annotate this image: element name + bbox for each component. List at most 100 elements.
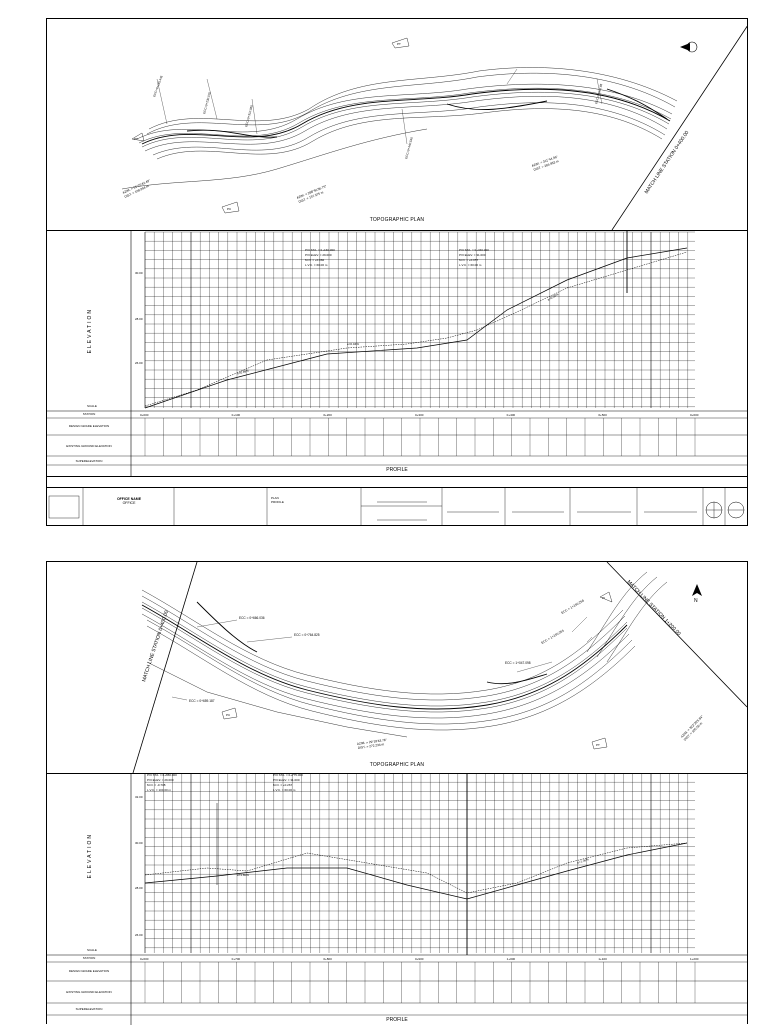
match-line-left-label: MATCH LINE STATION 0+400.00 — [141, 610, 170, 683]
grade-label-2-1: e=1.80% — [237, 873, 249, 877]
pvi-1-sta: PVI STA. = 0+160.000 — [305, 248, 335, 252]
match-line-right — [606, 562, 747, 708]
y-tick-2-4: 26.00 — [135, 933, 143, 937]
pt-marker-end — [391, 37, 410, 49]
row-station-1: STATION — [82, 412, 96, 416]
station-label: 1+000 — [506, 957, 516, 961]
ecc-5: ECC=0+512.85 — [594, 83, 603, 104]
pvi-block-2-1: PVI STA. = 0+650.000 PVI ELEV. = 29.000 … — [147, 773, 177, 793]
ecc-2-6: ECC = 0+659.187 — [189, 699, 215, 703]
plan-drawing-1: PC PT PT AZIM. = 51°20'42.49" DIST. = 10… — [122, 25, 747, 230]
station-label: 0+900 — [415, 957, 424, 961]
leader-lines — [156, 68, 603, 145]
pvi-block-1: PVI STA. = 0+160.000 PVI ELEV. = 29.000 … — [305, 248, 335, 268]
station-label: 0+100 — [231, 413, 241, 417]
profile-drawing-1 — [47, 230, 747, 476]
design-grade-line-2 — [144, 842, 688, 900]
ecc-2-1: ECC = 0+666.036 — [239, 616, 265, 620]
y-tick-2-2: 30.00 — [135, 841, 143, 845]
pc-marker — [221, 201, 240, 214]
station-label: 0+800 — [323, 957, 332, 961]
pvi-2-1-elev: PVI ELEV. = 29.000 — [147, 778, 174, 782]
pvi-2-1-lvc: L.V.C. = 100.00 m — [147, 788, 171, 792]
profile-grid-1 — [144, 231, 695, 408]
profile-title-1: PROFILE — [386, 467, 408, 473]
match-line-label: MATCH LINE STATION 0+400.00 — [644, 130, 691, 195]
contour-heavy-2 — [141, 601, 628, 710]
pt-text: PT — [397, 42, 401, 46]
plan-title-2: TOPOGRAPHIC PLAN — [369, 762, 425, 768]
office: OFFICE — [122, 501, 136, 505]
pvi-1-lvc: L.V.C. = 60.00 m — [305, 263, 328, 267]
match-line-right-label: MATCH LINE STATION 1+200.00 — [626, 579, 682, 637]
north-letter: N — [694, 598, 698, 604]
plan-drawing-2: PC PT PI ECC = 0+666.036 ECC = 0+764.825… — [132, 562, 747, 773]
existing-ground-line — [144, 251, 688, 407]
elevation-label-1: ELEVATION — [87, 308, 93, 354]
station-label: 0+300 — [415, 413, 424, 417]
pc-text: PC — [227, 207, 232, 211]
pvi-2-mo: M.O. = +0.057 — [459, 258, 479, 262]
match-line-left — [132, 562, 198, 773]
row-existing-1: EXISTING GROUND ELEVATION — [66, 444, 112, 448]
ecc-2-5: ECC = 1+155.055 — [541, 629, 565, 645]
profile-drawing-2 — [47, 773, 747, 1025]
offset-line-2 — [146, 661, 408, 738]
pi-marker-2 — [599, 591, 613, 603]
row-super-1: SUPERELEVATION — [75, 459, 103, 463]
row-design-2: DESIGN GRADE ELEVATION — [68, 969, 110, 973]
profile-section-1: PVI STA. = 0+160.000 PVI ELEV. = 29.000 … — [47, 230, 747, 477]
seal-icon-1 — [705, 501, 723, 519]
elevation-label-2: ELEVATION — [87, 833, 93, 879]
profile-title-2: PROFILE — [386, 1017, 408, 1023]
row-existing-2: EXISTING GROUND ELEVATION — [66, 990, 112, 994]
dist-2-1: DIST. = 272.234 m — [358, 742, 385, 750]
design-grade-line — [144, 247, 688, 409]
azim-2-1: AZIM. = 29°18'43.76" — [357, 738, 387, 746]
y-tick-2-1: 32.00 — [135, 795, 143, 799]
station-label: 0+700 — [231, 957, 241, 961]
station-label: 0+200 — [323, 413, 332, 417]
row-design-1: DESIGN GRADE ELEVATION — [68, 424, 110, 428]
profile-section-2: PVI STA. = 0+650.000 PVI ELEV. = 29.000 … — [47, 773, 747, 1025]
leader-lines-2 — [171, 616, 593, 701]
pvi-2-1-mo: M.O. = -0.708 — [147, 783, 166, 787]
ecc-4: ECC=0+440.540 — [404, 136, 414, 159]
ecc-3: ECC=0+310.060 — [244, 104, 254, 127]
y-tick-1: 30.00 — [135, 271, 143, 275]
station-label: 1+200 — [690, 957, 699, 961]
y-tick-2-3: 28.00 — [135, 886, 143, 890]
pvi-1-elev: PVI ELEV. = 29.000 — [305, 253, 332, 257]
ecc-2-3: ECC = 1+047.098 — [505, 661, 531, 665]
profile-grid-2 — [144, 773, 695, 953]
contour-heavy — [141, 88, 671, 145]
pvi-2-sta: PVI STA. = 0+340.000 — [459, 248, 489, 252]
sheet-content: PLAN PROFILE — [271, 496, 284, 504]
pvi-2-2-lvc: L.V.C. = 60.00 m — [273, 788, 296, 792]
pvi-block-2: PVI STA. = 0+340.000 PVI ELEV. = 31.000 … — [459, 248, 489, 268]
drawing-sheet-1: PC PT PT AZIM. = 51°20'42.49" DIST. = 10… — [46, 18, 748, 526]
pvi-block-2-2: PVI STA. = 0+775.000 PVI ELEV. = 31.000 … — [273, 773, 303, 793]
pi-text-2: PI — [602, 596, 605, 600]
pt-start-text: PT — [134, 137, 138, 141]
pvi-2-2-sta: PVI STA. = 0+775.000 — [273, 773, 303, 777]
table-ticks-2 — [144, 962, 696, 1003]
pt-text-2: PT — [596, 743, 600, 747]
plan-title-1: TOPOGRAPHIC PLAN — [369, 217, 425, 223]
pvi-2-2-mo: M.O. = +0.267 — [273, 783, 293, 787]
pvi-2-2-elev: PVI ELEV. = 31.000 — [273, 778, 300, 782]
office-block: OFFICE NAME OFFICE — [99, 497, 159, 505]
scale-label-1: SCALE — [87, 404, 97, 408]
pvi-2-elev: PVI ELEV. = 31.000 — [459, 253, 486, 257]
match-line — [611, 25, 747, 230]
pc-marker-2 — [221, 707, 238, 720]
topographic-plan-1: PC PT PT AZIM. = 51°20'42.49" DIST. = 10… — [47, 19, 747, 231]
tb-profile: PROFILE — [271, 500, 284, 504]
contour-band-2 — [141, 571, 668, 731]
station-label: 0+600 — [690, 413, 699, 417]
pt-marker-2 — [591, 737, 608, 750]
title-block-1: OFFICE NAME OFFICE PLAN PROFILE — [47, 487, 747, 526]
north-arrow-icon-2: N — [692, 584, 702, 604]
table-ticks-1 — [144, 418, 696, 456]
tb-plan: PLAN — [271, 496, 279, 500]
